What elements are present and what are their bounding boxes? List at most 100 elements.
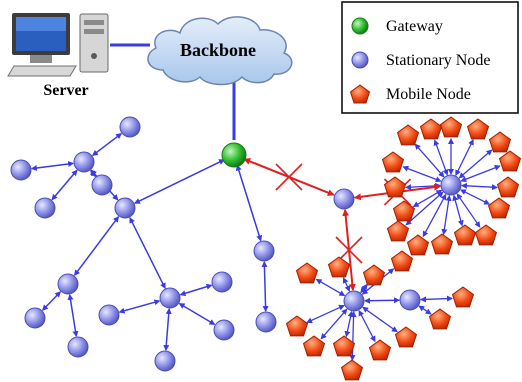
mobile-node [428, 308, 452, 330]
stationary-node [333, 188, 355, 210]
wireless-link [441, 194, 452, 236]
wireless-link [73, 216, 120, 277]
stationary-node [119, 116, 141, 138]
mobile-node [381, 151, 405, 173]
mobile-node [285, 315, 309, 337]
wireless-link [419, 295, 454, 303]
mobile-node [487, 197, 511, 219]
wireless-link [67, 293, 79, 338]
mobile-node [327, 256, 351, 278]
stationary-node [399, 289, 421, 311]
stationary-node [253, 240, 275, 262]
stationary-node [73, 151, 95, 173]
mobile-node [362, 264, 386, 286]
stationary-node [154, 350, 176, 372]
stationary-node [67, 336, 89, 358]
stationary-node [10, 159, 32, 181]
mobile-node [419, 118, 443, 140]
cross-mark-icon [275, 163, 303, 191]
cloud-icon [147, 16, 293, 86]
wireless-link [362, 306, 398, 333]
server-label: Server [43, 82, 88, 99]
wireless-link [163, 307, 172, 352]
mobile-node [368, 339, 392, 361]
wireless-link [306, 304, 345, 324]
wireless-link [459, 189, 491, 205]
stationary-node [343, 290, 365, 312]
wireless-link [342, 277, 351, 292]
mobile-node [496, 176, 520, 198]
stationary-node [255, 311, 277, 333]
stationary-node [57, 273, 79, 295]
wireless-link [91, 133, 123, 156]
backbone-label: Backbone [180, 40, 256, 60]
wireless-link [315, 278, 346, 297]
wireless-link [458, 149, 493, 179]
legend: Gateway Stationary Node Mobile Node [341, 1, 519, 114]
mobile-node [396, 124, 420, 146]
legend-gateway-icon [351, 17, 369, 35]
wireless-link [452, 194, 464, 227]
wireless-link [41, 291, 62, 311]
wireless-link [320, 308, 348, 340]
wireless-link [422, 193, 447, 238]
mobile-node [451, 286, 475, 308]
wireless-link [349, 310, 357, 362]
wireless-link [418, 305, 432, 315]
stationary-node [114, 197, 136, 219]
wireless-link [235, 164, 263, 242]
wireless-link [363, 297, 401, 304]
wireless-link [358, 309, 376, 343]
wireless-link [178, 302, 216, 326]
mobile-node [498, 150, 522, 172]
wireless-link [402, 165, 442, 183]
wireless-link [412, 189, 443, 208]
wireless-link [460, 165, 501, 182]
stationary-node [91, 174, 113, 196]
nodes-layer [10, 116, 522, 381]
stationary-node [24, 307, 46, 329]
legend-mobile-label: Mobile Node [386, 86, 471, 103]
server-icon [7, 13, 109, 77]
stationary-node [440, 174, 462, 196]
mobile-node [383, 176, 407, 198]
wireless-link [51, 169, 78, 201]
mobile-node [332, 335, 356, 357]
legend-stationary-icon [351, 51, 369, 69]
wireless-link [460, 182, 499, 191]
wireless-link [344, 310, 354, 338]
mobile-node [439, 116, 463, 138]
wireless-link [455, 138, 474, 177]
wired-links [110, 43, 236, 140]
mobile-node [386, 220, 410, 242]
mobile-node [474, 224, 498, 246]
wireless-link [30, 161, 75, 171]
wireless-link [261, 260, 269, 313]
mobile-node [488, 131, 512, 153]
legend-gateway-label: Gateway [386, 18, 443, 35]
mobile-node [430, 233, 454, 255]
legend-mobile-icon [349, 84, 371, 104]
mobile-node [340, 359, 364, 381]
wireless-links [30, 133, 501, 362]
mobile-node [406, 234, 430, 256]
wireless-link [89, 169, 97, 178]
wireless-link [414, 143, 445, 178]
stationary-node [34, 197, 56, 219]
mobile-node [390, 250, 414, 272]
mobile-node [302, 335, 326, 357]
gateway-node [221, 142, 247, 168]
stationary-node [213, 319, 235, 341]
mobile-node [394, 326, 418, 348]
mobile-node [453, 224, 477, 246]
wireless-link [118, 299, 161, 314]
legend-stationary-label: Stationary Node [386, 52, 490, 69]
wireless-link [133, 159, 226, 204]
stationary-node [98, 304, 120, 326]
mobile-node [466, 118, 490, 140]
wireless-link [179, 283, 213, 297]
stationary-node [159, 287, 181, 309]
mobile-node [295, 262, 319, 284]
stationary-node [211, 271, 233, 293]
